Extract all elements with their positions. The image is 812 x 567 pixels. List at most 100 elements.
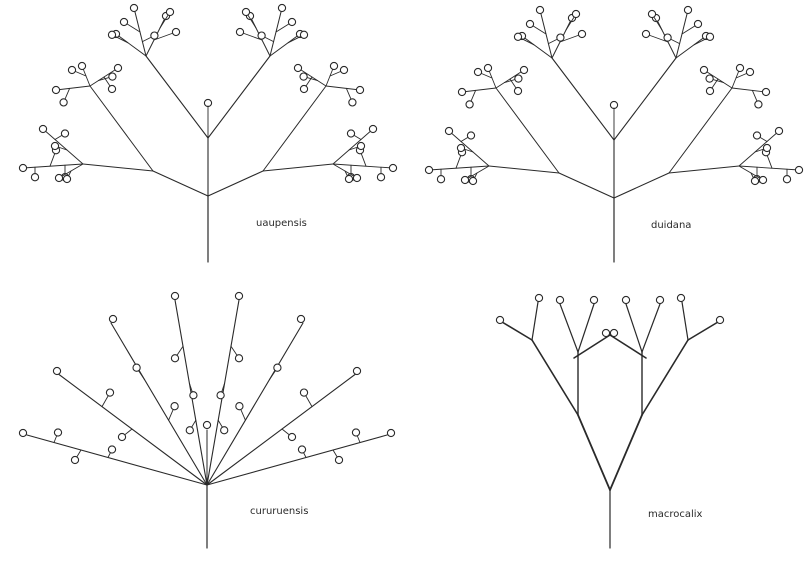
flower-bud: [352, 173, 362, 183]
flower-bud: [348, 98, 357, 107]
branch-line: [448, 130, 490, 167]
flower-bud: [735, 63, 745, 73]
flower-bud: [388, 163, 398, 173]
flower-bud: [297, 445, 307, 454]
flower-bud: [220, 426, 229, 435]
flower-bud: [356, 141, 366, 151]
flower-bud: [38, 124, 48, 134]
flower-bud: [514, 74, 523, 83]
branch-line: [269, 33, 301, 57]
flower-bud: [577, 29, 587, 39]
branch-line: [26, 434, 208, 486]
flower-bud: [609, 328, 619, 338]
branch-line: [82, 163, 154, 172]
branch-line: [206, 434, 388, 486]
species-label-cururuensis: cururuensis: [250, 506, 308, 517]
branch-line: [115, 33, 147, 57]
flower-bud: [495, 315, 505, 325]
branch-line: [428, 165, 490, 171]
flower-bud: [761, 87, 771, 97]
flower-bud: [334, 455, 344, 465]
tree-duidana: [424, 5, 804, 263]
flower-bud: [77, 61, 87, 71]
flower-bud: [170, 291, 180, 301]
flower-bud: [705, 74, 714, 83]
flower-bud: [50, 141, 60, 151]
branch-line: [641, 339, 689, 416]
flower-bud: [752, 131, 762, 140]
flower-bud: [513, 86, 523, 96]
flower-bud: [368, 124, 378, 134]
branch-line: [521, 35, 553, 59]
branch-line: [325, 85, 361, 91]
flower-bud: [185, 426, 194, 435]
flower-bud: [663, 33, 672, 42]
branch-line: [551, 57, 615, 141]
branch-line: [609, 414, 643, 491]
branch-line: [488, 165, 560, 174]
branch-line: [206, 322, 304, 486]
flower-bud: [129, 3, 139, 13]
flower-bud: [683, 5, 693, 15]
flower-bud: [774, 126, 784, 136]
flower-bud: [457, 87, 467, 97]
branch-line: [641, 303, 661, 353]
branch-line: [332, 128, 374, 165]
branch-line: [738, 130, 780, 167]
flower-bud: [352, 366, 362, 376]
flower-bud: [203, 98, 213, 108]
flower-bud: [655, 295, 665, 305]
branch-line: [152, 170, 209, 197]
flower-bud: [52, 366, 62, 376]
flower-bud: [234, 291, 244, 301]
branch-line: [609, 334, 647, 359]
flower-bud: [483, 63, 493, 73]
flower-bud: [18, 163, 28, 173]
flower-bud: [556, 33, 565, 42]
species-label-duidana: duidana: [651, 220, 691, 231]
flower-bud: [113, 63, 123, 73]
flower-bud: [386, 428, 396, 438]
flower-bud: [51, 85, 61, 95]
flower-bud: [329, 61, 339, 71]
branch-line: [495, 87, 560, 174]
species-label-macrocalix: macrocalix: [648, 509, 703, 520]
flower-bud: [344, 174, 354, 184]
flower-bud: [30, 173, 40, 182]
flower-bud: [287, 17, 297, 27]
flower-bud: [745, 67, 755, 77]
branch-line: [332, 163, 394, 169]
branch-line: [501, 321, 533, 341]
branch-line: [531, 301, 539, 341]
flower-bud: [241, 7, 251, 17]
flower-bud: [376, 173, 386, 182]
flower-bud: [273, 363, 282, 372]
flower-bud: [555, 295, 565, 305]
branch-line: [42, 128, 84, 165]
branch-line: [55, 85, 91, 91]
flower-bud: [67, 65, 77, 75]
flower-bud: [601, 328, 611, 338]
branch-line: [687, 321, 719, 341]
flower-bud: [108, 72, 117, 81]
flower-bud: [750, 176, 760, 186]
branch-line: [461, 87, 497, 93]
flower-bud: [693, 19, 703, 29]
flower-bud: [355, 85, 365, 95]
branch-line: [558, 172, 615, 199]
branch-line: [573, 334, 611, 359]
flower-bud: [647, 9, 657, 19]
flower-bud: [444, 126, 454, 136]
flower-bud: [105, 388, 115, 397]
flower-bud: [705, 32, 715, 41]
panel-cururuensis: cururuensis: [250, 506, 308, 517]
flower-bud: [70, 455, 80, 465]
flower-bud: [189, 391, 198, 400]
branch-line: [207, 55, 271, 139]
flower-bud: [235, 402, 244, 411]
flower-bud: [62, 174, 72, 184]
branch-line: [577, 303, 595, 353]
branch-line: [89, 85, 154, 172]
flower-bud: [473, 67, 483, 77]
flower-bud: [468, 176, 478, 186]
